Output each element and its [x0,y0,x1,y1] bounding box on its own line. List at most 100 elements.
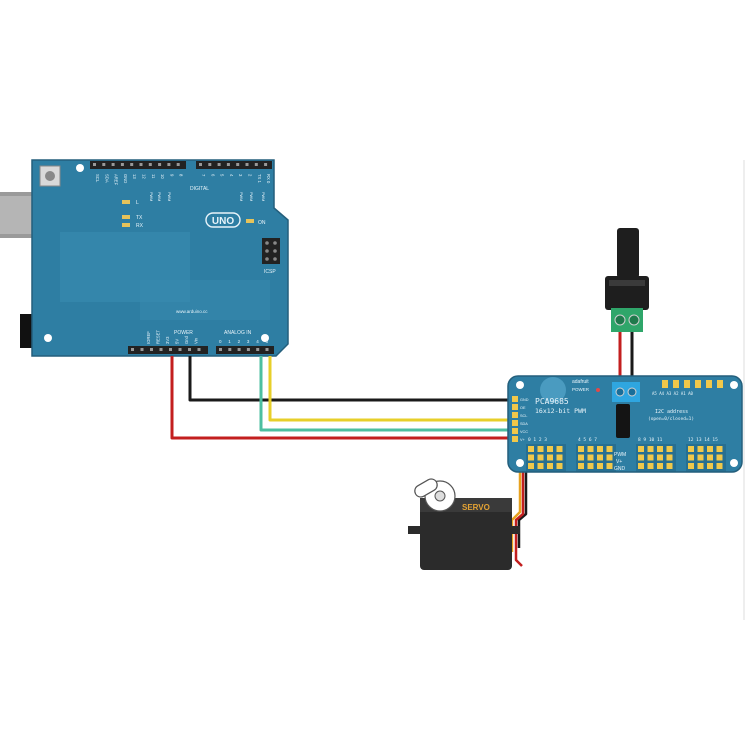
pwm-label: PWM [149,192,153,201]
mount-hole [516,459,524,467]
mount-hole [516,381,524,389]
i2c-sub-label: (open=0/closed=1) [648,416,694,422]
digital-pin-label: 2 [248,174,253,177]
channel-pin [528,446,534,452]
status-leds: L TX RX [122,200,144,229]
chip-subtitle: 16x12-bit PWM [535,407,586,415]
digital-pin-label: SCL [95,174,100,183]
servo-mount-tab [408,526,426,534]
led-tx [122,215,130,219]
servo-body [420,498,512,570]
digital-pin-label: GND [123,174,128,183]
header-pin [264,163,268,166]
address-jumpers [662,380,723,388]
servo-motor: SERVO [408,478,520,570]
channel-pin [556,454,563,461]
channel-pin [697,446,704,452]
power-pin-label: IOREF [146,331,151,344]
header-pin [188,348,191,351]
uno-badge [205,212,241,228]
channel-pin [597,446,603,452]
channel-pin [528,463,534,469]
header-pin [246,348,250,351]
channel-pin [578,446,584,452]
header-pin [512,420,518,426]
channel-pin [578,454,584,461]
header-pin [167,163,171,166]
channel-pin [707,454,713,461]
channel-pin [666,463,673,469]
channel-pin [716,463,723,469]
header-pin [236,163,240,166]
header-pin [245,163,249,166]
dc-power-jack [605,228,649,332]
address-jumper-pad [695,380,701,388]
channel-pin [647,446,654,452]
channel-pin [657,454,663,461]
power-section-label: POWER [174,330,193,336]
channel-pin [707,463,713,469]
header-pin [130,163,134,166]
header-pin [512,396,518,402]
input-pin-label: GND [520,398,529,402]
channel-pin [547,454,553,461]
digital-pin-label: 5 [220,174,225,177]
power-pin-label: RESET [156,330,161,344]
icsp-label: ICSP [264,269,276,275]
channel-pin [547,463,553,469]
header-pin [512,412,518,418]
power-header [128,346,208,354]
channel-pin [556,463,563,469]
usb-connector-face [0,196,36,234]
wires [170,330,634,567]
power-pin-label: 3V3 [165,336,170,344]
header-pin [93,163,96,166]
analog-pin-label: 3 [247,339,250,344]
header-pin [111,163,115,166]
digital-header-right [196,161,272,169]
mount-hole [261,334,269,342]
wire-servo-red [514,452,525,567]
channel-pin [716,454,723,461]
channel-pin [688,454,694,461]
channel-pin [638,446,644,452]
gnd-row-label: GND [614,466,626,472]
header-pin [237,348,241,351]
adafruit-logo [540,377,566,403]
servo-label: SERVO [462,503,490,512]
reset-button-cap [45,171,55,181]
channel-pin [556,446,563,452]
pwm-label: PWM [261,192,265,201]
header-pin [228,348,232,351]
channel-pin [707,446,713,452]
channel-pin [697,463,704,469]
pwm-label: PWM [239,192,243,201]
led-rx-label: RX [136,223,144,229]
digital-pin-label: 12 [142,174,147,179]
digital-pin-label: 9 [169,174,174,177]
power-pin-label: Gnd [184,335,189,344]
channel-group-label: 4 5 6 7 [578,437,597,443]
channel-pin [657,446,663,452]
digital-header-pins [93,163,268,166]
channel-pin [587,463,594,469]
input-pin-label: V+ [520,438,526,442]
v-plus-row-label: V+ [616,459,622,465]
pwm-label: PWM [249,192,253,201]
channel-pin [606,454,613,461]
channel-pin [697,454,704,461]
mount-hole [76,164,84,172]
channel-pin [528,454,534,461]
header-pin [512,404,518,410]
channel-group-label: 12 13 14 15 [688,437,718,443]
address-jumper-pad [684,380,690,388]
brand-label: adafruit [572,379,589,385]
analog-pin-label: 1 [228,339,231,344]
address-bits: A5 A4 A3 A2 A1 A0 [652,391,694,396]
digital-pin-label: 8 [179,174,184,177]
header-pin [158,163,162,166]
channel-pin [537,463,544,469]
